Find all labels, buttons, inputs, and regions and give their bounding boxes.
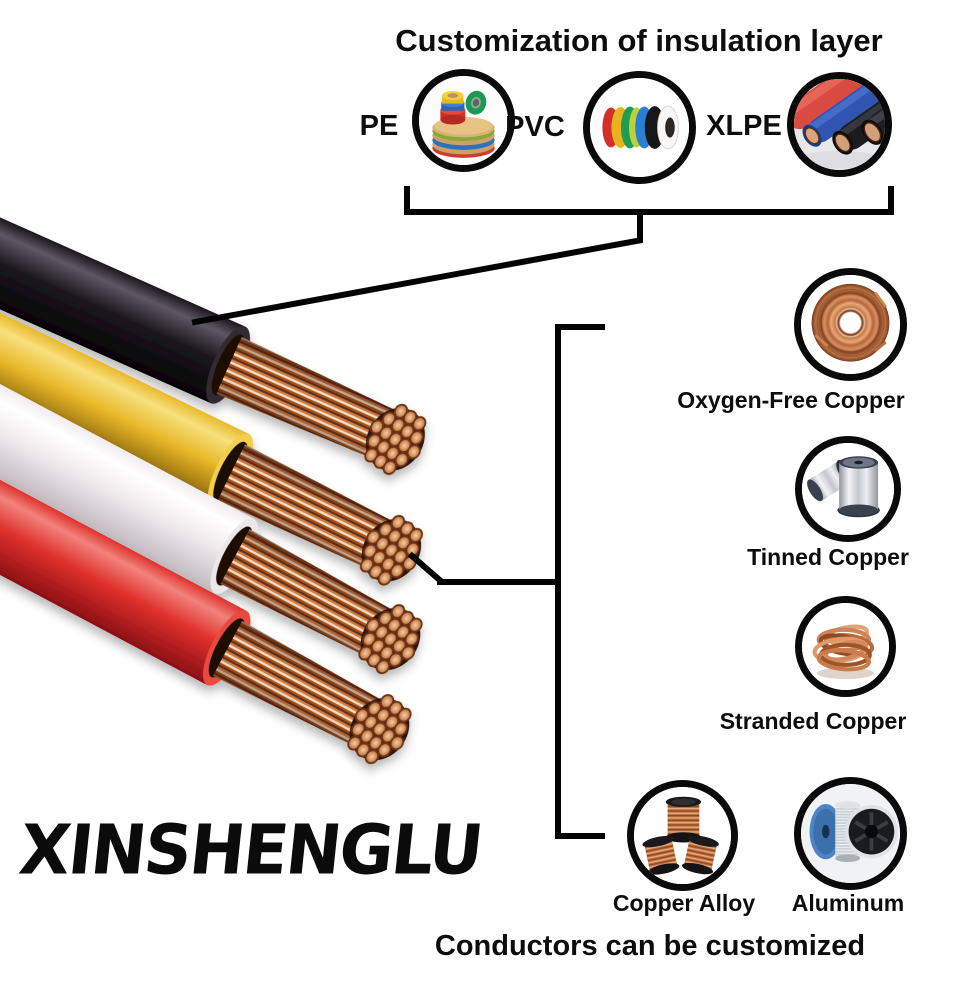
page-title: Customization of insulation layer xyxy=(395,23,883,58)
insulation-label-pvc: PVC xyxy=(505,111,565,143)
red-wire xyxy=(0,327,412,765)
insulation-bracket-right-tick xyxy=(888,186,894,215)
conductor-label-stranded-copper: Stranded Copper xyxy=(719,708,907,734)
insulation-label-xlpe: XLPE xyxy=(706,110,782,142)
tinned-copper-photo-circle xyxy=(795,436,901,542)
oxygen-free-copper-photo-circle xyxy=(794,268,907,381)
conductors-caption: Conductors can be customized xyxy=(434,930,866,962)
black-wire xyxy=(0,85,427,475)
pe-tape-rolls-image xyxy=(419,76,508,165)
conductor-bracket-mid-stub xyxy=(437,579,559,585)
insulation-bracket-bar xyxy=(404,209,894,215)
yellow-wire xyxy=(0,172,423,586)
stranded-copper-photo-circle xyxy=(795,596,896,697)
xlpe-cables-image xyxy=(794,79,885,170)
brand-logo: XINSHENGLU xyxy=(15,810,486,891)
insulation-bracket-drop xyxy=(637,209,643,242)
stranded-copper-pile-image xyxy=(802,603,889,690)
aluminum-photo-circle xyxy=(794,777,907,890)
tinned-copper-spools-image xyxy=(802,443,894,535)
conductor-label-copper-alloy: Copper Alloy xyxy=(612,890,756,916)
xlpe-photo-circle xyxy=(787,72,892,177)
copper-coil-image xyxy=(801,275,900,374)
white-wire xyxy=(0,237,423,675)
pvc-tape-rolls-image xyxy=(590,78,689,177)
pvc-photo-circle xyxy=(583,71,696,184)
insulation-bracket-left-tick xyxy=(404,186,410,215)
pe-photo-circle xyxy=(412,69,515,172)
copper-alloy-spools-image xyxy=(634,787,731,884)
conductor-bracket-bottom-stub xyxy=(555,833,605,839)
conductor-label-oxygen-free-copper: Oxygen-Free Copper xyxy=(677,387,905,413)
insulation-label-pe: PE xyxy=(359,110,399,142)
aluminum-spools-image xyxy=(801,784,900,883)
conductor-label-tinned-copper: Tinned Copper xyxy=(747,544,909,570)
copper-alloy-photo-circle xyxy=(627,780,738,891)
conductor-label-aluminum: Aluminum xyxy=(791,890,905,916)
conductor-bracket-top-stub xyxy=(555,324,605,330)
